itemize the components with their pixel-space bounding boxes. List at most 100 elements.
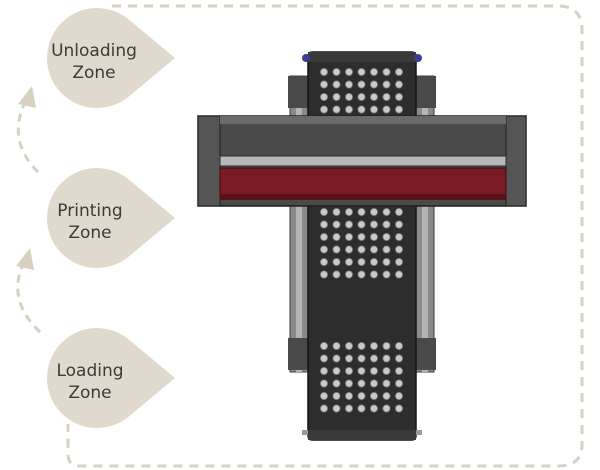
- arrowhead-icon: [16, 248, 34, 270]
- belt-knob-icon: [414, 54, 422, 62]
- belt-hole: [382, 220, 391, 229]
- belt-roller-top: [308, 52, 416, 62]
- belt-hole: [394, 379, 403, 388]
- belt-hole: [344, 220, 353, 229]
- belt-hole: [394, 105, 403, 114]
- belt-hole: [369, 245, 378, 254]
- printing-zone-line2: Zone: [68, 223, 112, 243]
- carriage-end-right: [505, 115, 527, 207]
- belt-hole: [319, 207, 328, 216]
- belt-knob-icon: [302, 54, 310, 62]
- loading-zone-bubble: [46, 327, 175, 429]
- belt-hole: [382, 105, 391, 114]
- belt-hole: [357, 93, 366, 102]
- belt-hole: [344, 80, 353, 89]
- belt-hole: [394, 93, 403, 102]
- belt-hole: [357, 207, 366, 216]
- belt-hole: [369, 68, 378, 77]
- belt-pin: [416, 430, 422, 435]
- belt-pin: [302, 430, 308, 435]
- belt-hole: [332, 220, 341, 229]
- belt-hole: [319, 379, 328, 388]
- belt-hole: [344, 379, 353, 388]
- belt-hole: [382, 257, 391, 266]
- belt-hole: [394, 207, 403, 216]
- belt-hole: [369, 93, 378, 102]
- belt-hole: [332, 245, 341, 254]
- belt-hole: [369, 404, 378, 413]
- belt-hole: [344, 232, 353, 241]
- belt-hole: [382, 366, 391, 375]
- belt-hole: [332, 341, 341, 350]
- belt-hole: [369, 354, 378, 363]
- loading-zone-line1: Loading: [56, 361, 124, 381]
- belt-hole: [369, 257, 378, 266]
- belt-hole: [382, 207, 391, 216]
- belt-hole: [394, 68, 403, 77]
- printing-zone-label: Printing Zone: [35, 200, 145, 244]
- belt-hole: [357, 232, 366, 241]
- belt-hole: [369, 80, 378, 89]
- belt-hole: [369, 232, 378, 241]
- arrowhead-icon: [18, 86, 36, 108]
- belt-hole: [394, 232, 403, 241]
- belt-hole: [332, 366, 341, 375]
- belt-hole: [332, 257, 341, 266]
- belt-hole: [369, 220, 378, 229]
- carriage-top-cap: [220, 116, 506, 124]
- belt-hole: [344, 207, 353, 216]
- belt-hole: [332, 354, 341, 363]
- belt-hole: [394, 354, 403, 363]
- belt-hole: [394, 80, 403, 89]
- belt-hole: [357, 220, 366, 229]
- belt-hole: [344, 366, 353, 375]
- belt-hole: [319, 391, 328, 400]
- belt-hole: [344, 105, 353, 114]
- belt-hole: [357, 257, 366, 266]
- belt-hole: [394, 220, 403, 229]
- belt-hole: [332, 391, 341, 400]
- belt-hole: [369, 207, 378, 216]
- belt-hole: [319, 68, 328, 77]
- printing-zone-bubble: [46, 167, 175, 268]
- belt-hole: [357, 80, 366, 89]
- printing-zone-line1: Printing: [57, 201, 123, 221]
- belt-hole: [332, 80, 341, 89]
- belt-hole: [382, 341, 391, 350]
- belt-hole: [319, 93, 328, 102]
- belt-hole: [344, 391, 353, 400]
- belt-hole: [394, 404, 403, 413]
- belt-hole: [332, 68, 341, 77]
- belt-hole: [357, 341, 366, 350]
- belt-hole: [332, 379, 341, 388]
- belt-hole: [319, 354, 328, 363]
- belt-hole: [382, 232, 391, 241]
- belt-hole: [382, 404, 391, 413]
- belt-hole: [332, 232, 341, 241]
- process-loop-dashes: [66, 4, 584, 468]
- belt-hole: [369, 270, 378, 279]
- belt-hole: [382, 245, 391, 254]
- carriage-end-left: [197, 115, 221, 207]
- flow-arrow-loading-to-printing: [16, 261, 42, 334]
- belt-hole: [319, 404, 328, 413]
- belt-hole: [332, 105, 341, 114]
- belt-hole: [319, 366, 328, 375]
- belt-hole: [344, 270, 353, 279]
- belt-hole: [357, 379, 366, 388]
- belt-hole: [369, 341, 378, 350]
- belt-hole: [319, 105, 328, 114]
- belt-hole: [357, 68, 366, 77]
- printhead-shadow: [220, 194, 506, 200]
- belt-hole: [319, 220, 328, 229]
- loading-zone-line2: Zone: [68, 383, 112, 403]
- belt-hole: [357, 245, 366, 254]
- belt-hole: [394, 341, 403, 350]
- unloading-zone-label: Unloading Zone: [39, 40, 149, 84]
- belt-hole: [319, 270, 328, 279]
- belt-hole: [344, 68, 353, 77]
- belt-hole: [319, 257, 328, 266]
- belt-hole: [357, 391, 366, 400]
- belt-hole: [332, 93, 341, 102]
